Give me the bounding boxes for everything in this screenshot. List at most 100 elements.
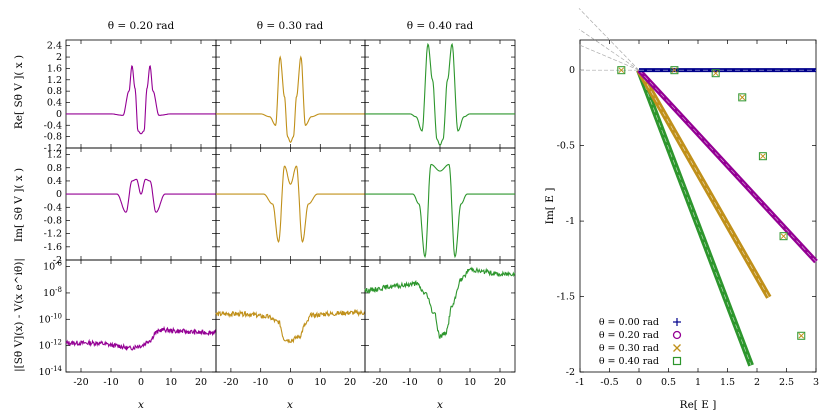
y-tick-label: -0.4: [44, 120, 62, 131]
panel-title-0.30: θ = 0.30 rad: [257, 20, 324, 32]
spectrum-xlabel: Re[ E ]: [680, 399, 717, 411]
y-tick-label: -0.8: [44, 132, 62, 143]
x-tick-label: -0.5: [600, 377, 618, 388]
x-tick-label: 0: [287, 377, 293, 388]
row-label-real: Re[ Sθ V ]( x ): [13, 55, 25, 129]
continuum-centerline: [638, 69, 817, 262]
legend-label: θ = 0.00 rad: [599, 317, 659, 328]
y-tick-label: -1.2: [44, 229, 62, 240]
y-tick-label: 0: [56, 189, 62, 200]
x-tick-label: 0.5: [661, 377, 676, 388]
guide-ray: [578, 44, 640, 71]
x-tick-label: -20: [372, 377, 387, 388]
x-tick-label: -10: [253, 377, 268, 388]
x-tick-label: 10: [314, 377, 326, 388]
x-tick-label: 20: [195, 377, 207, 388]
y-tick-label: -1.2: [44, 143, 62, 154]
legend-label: θ = 0.20 rad: [599, 330, 659, 341]
x-tick-label: -10: [103, 377, 118, 388]
y-tick-label: -2: [566, 367, 575, 378]
x-tick-label: -10: [402, 377, 417, 388]
resonance-point: [798, 332, 805, 339]
series-line-theta-0.30: [216, 165, 365, 243]
row-label-error: |[Sθ V](x) - V(x e^iθ)|: [13, 258, 26, 372]
row-label-imag: Im[ Sθ V ]( x ): [13, 168, 25, 242]
y-tick-label: 0.4: [47, 98, 62, 109]
series-line-theta-0.20: [66, 65, 216, 135]
resonance-point: [712, 70, 719, 77]
y-tick-label: 1.2: [47, 75, 62, 86]
y-tick-label: 0.8: [47, 163, 62, 174]
y-tick-label: 0.4: [47, 176, 62, 187]
guide-ray: [578, 8, 640, 71]
resonance-point: [797, 331, 806, 340]
y-tick-label: -0.8: [44, 215, 62, 226]
xlabel-col2: x: [287, 399, 293, 411]
xlabel-col1: x: [138, 399, 144, 411]
resonance-point: [711, 69, 720, 78]
y-tick-label: 10-6: [43, 260, 62, 273]
y-tick-label: 0: [569, 65, 575, 76]
series-line-theta-0.40: [365, 163, 515, 259]
legend: θ = 0.00 rad θ = 0.20 rad θ = 0.30 rad θ = …: [599, 317, 682, 367]
y-tick-label: -0.5: [557, 141, 575, 152]
y-tick-label: 1.2: [47, 150, 62, 161]
legend-label: θ = 0.30 rad: [599, 343, 659, 354]
x-tick-label: 0: [437, 377, 443, 388]
y-tick-label: 2: [56, 52, 62, 63]
y-tick-label: 10-12: [39, 339, 62, 352]
resonance-point: [670, 66, 679, 75]
y-tick-label: 10-14: [39, 365, 63, 378]
panel-frame: [215, 39, 366, 149]
resonance-point: [779, 232, 788, 241]
y-tick-label: 10-8: [43, 286, 62, 299]
x-tick-label: -20: [223, 377, 238, 388]
series-line-theta-0.40: [365, 42, 515, 146]
continuum-centerline: [638, 70, 770, 298]
x-tick-label: 1: [695, 377, 701, 388]
series-line-theta-0.30: [215, 308, 366, 344]
series-line-theta-0.20: [65, 325, 217, 351]
legend-marker-circle: [672, 330, 682, 340]
series-line-theta-0.40: [364, 266, 516, 339]
y-tick-label: 0.8: [47, 86, 62, 97]
x-tick-label: -20: [73, 377, 88, 388]
y-tick-label: 0: [56, 109, 62, 120]
y-tick-label: 10-10: [39, 312, 62, 325]
x-tick-label: 3: [813, 377, 819, 388]
panel-frame: [215, 147, 366, 261]
x-tick-label: 1.5: [720, 377, 735, 388]
resonance-point: [758, 152, 767, 161]
continuum-centerline: [638, 70, 752, 366]
panel-title-0.40: θ = 0.40 rad: [407, 20, 474, 32]
xlabel-col3: x: [437, 399, 443, 411]
resonance-point: [671, 67, 678, 74]
x-tick-label: 2.5: [779, 377, 794, 388]
y-tick-label: 1.6: [47, 63, 62, 74]
x-tick-label: 20: [494, 377, 506, 388]
panel-title-0.20: θ = 0.20 rad: [108, 20, 175, 32]
x-tick-label: 10: [165, 377, 177, 388]
resonance-point: [738, 93, 747, 102]
legend-label: θ = 0.40 rad: [599, 356, 659, 367]
x-tick-label: 0: [138, 377, 144, 388]
y-tick-label: -2: [53, 255, 62, 266]
resonance-point: [760, 153, 766, 160]
resonance-point: [780, 233, 787, 240]
panel-frame: [65, 147, 217, 261]
resonance-point: [617, 66, 626, 75]
y-tick-label: 2.4: [47, 41, 62, 52]
panel-frame: [65, 39, 217, 149]
series-line-theta-0.30: [216, 55, 365, 144]
x-tick-label: -1: [575, 377, 584, 388]
panel-frame: [364, 259, 516, 373]
panel-grid: -1.2-0.8-0.400.40.81.21.622.4-2-1.6-1.2-…: [39, 39, 516, 388]
x-tick-label: 20: [344, 377, 356, 388]
panel-frame: [65, 259, 217, 373]
series-line-theta-0.20: [66, 178, 216, 213]
resonance-point: [618, 67, 625, 74]
panel-frame: [364, 147, 516, 261]
y-tick-label: -1.5: [557, 292, 575, 303]
